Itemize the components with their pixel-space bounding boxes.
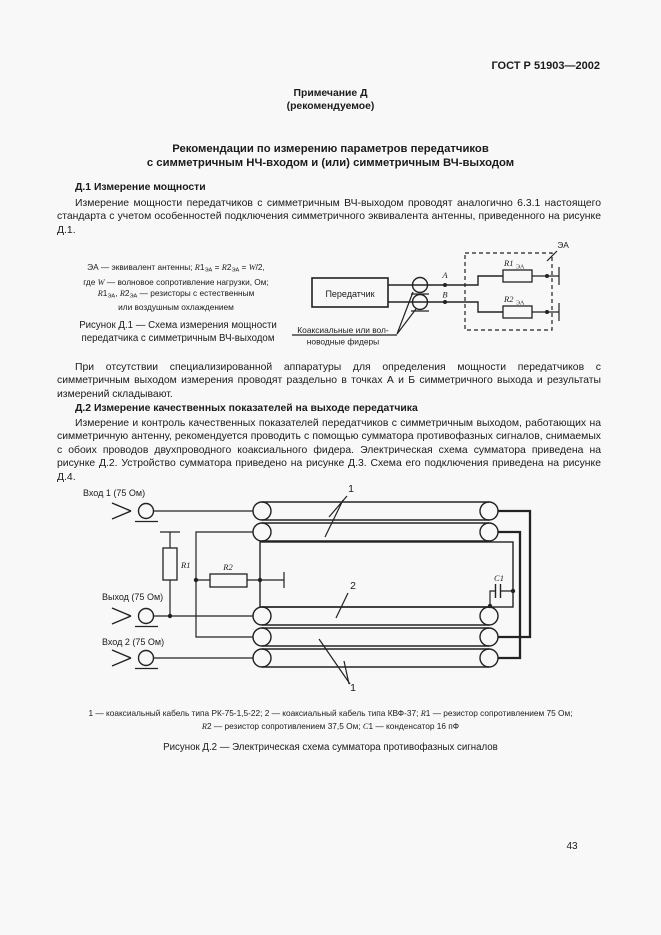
input2-connector: Вход 2 (75 Ом) [102, 637, 253, 670]
resistor-r1ea [502, 269, 533, 283]
ea-label: ЭА [557, 240, 569, 250]
coax-connector-icon [137, 649, 155, 667]
section-d2-heading: Д.2 Измерение качественных показателей н… [75, 403, 418, 414]
coax-cable-loop-2 [259, 541, 514, 608]
feeder-connector-icon [411, 276, 429, 294]
antenna-equivalent-block: ЭА R1 ЭА R2 ЭА [464, 240, 569, 331]
footnote-line: 1 — коаксиальный кабель типа РК-75-1,5-2… [88, 708, 573, 718]
r1ea-subscript: ЭА [516, 265, 525, 271]
callout-number: 1 [350, 682, 356, 694]
figure-d1-caption: Рисунок Д.1 — Схема измерения мощности п… [57, 319, 299, 345]
resistor-r2 [209, 573, 248, 588]
legend-line: где W — волновое сопротивление нагрузки,… [83, 276, 269, 287]
section-d2-paragraph-1: Измерение и контроль качественных показа… [57, 418, 601, 483]
section-d1-heading: Д.1 Измерение мощности [75, 182, 206, 193]
standard-number: ГОСТ Р 51903—2002 [491, 60, 600, 72]
figure-d2-footnote: 1 — коаксиальный кабель типа РК-75-1,5-2… [50, 707, 611, 733]
footnote-line: R2 — резистор сопротивлением 37,5 Ом; С1… [201, 721, 460, 731]
figure-d1-legend: ЭА — эквивалент антенны; R1ЭА = R2ЭА = W… [60, 262, 292, 314]
figure-d1-caption-line2: передатчика с симметричным ВЧ-выходом [81, 333, 275, 344]
coax-cable-row-1 [252, 501, 499, 521]
input1-connector: Вход 1 (75 Ом) [83, 488, 253, 523]
input2-label: Вход 2 (75 Ом) [102, 637, 164, 647]
figure-d1-caption-line1: Рисунок Д.1 — Схема измерения мощности [79, 320, 277, 331]
legend-line: ЭА — эквивалент антенны; R1ЭА = R2ЭА = W… [87, 262, 265, 274]
coax-cable-row-5 [252, 648, 499, 668]
wires-group [388, 267, 560, 321]
appendix-title-line1: Рекомендации по измерению параметров пер… [172, 143, 489, 155]
output-connector: Выход (75 Ом) [102, 592, 253, 628]
callout-number: 2 [350, 580, 356, 592]
resistor-r2ea [502, 305, 533, 319]
measure-points: А В [441, 270, 448, 304]
transmitter-block: Передатчик [311, 277, 389, 308]
resistor-r1-branch: R1 [160, 531, 190, 619]
capacitor-c1-branch: С1 [487, 573, 516, 609]
feeder-callout-line2: новодные фидеры [307, 337, 379, 347]
coax-connector-icon [137, 502, 155, 520]
point-a-label: А [441, 270, 448, 280]
r1-label: R1 [180, 560, 190, 570]
appendix-title: Рекомендации по измерению параметров пер… [0, 143, 661, 170]
input1-label: Вход 1 (75 Ом) [83, 488, 145, 498]
feeder-connectors [411, 276, 429, 312]
figure-d2-circuit: Вход 1 (75 Ом) Выход (75 Ом) Вход 2 (75 … [83, 483, 532, 694]
output-label: Выход (75 Ом) [102, 592, 163, 602]
section-d1-paragraph-2: При отсутствии специализированной аппара… [57, 362, 601, 400]
right-bus-wiring [498, 509, 532, 660]
feeder-callout-line1: Коаксиальные или вол- [297, 325, 389, 335]
feeder-connector-icon [411, 293, 429, 311]
figure-d1-circuit: Передатчик А В ЭА R1 ЭА R2 [292, 240, 569, 347]
callout-2-mid: 2 [335, 580, 356, 619]
resistor-r2-branch: R2 [193, 531, 285, 638]
page-number: 43 [566, 841, 578, 852]
section-d1-paragraph-1: Измерение мощности передатчиков с симмет… [57, 198, 601, 236]
coax-cable-row-3 [252, 606, 499, 626]
appendix-title-line2: с симметричным НЧ-входом и (или) симметр… [146, 156, 515, 169]
coax-cable-row-4 [252, 627, 499, 647]
r1ea-label: R1 [503, 258, 513, 268]
transmitter-box [311, 277, 389, 308]
callout-number: 1 [348, 483, 354, 495]
point-b-label: В [442, 290, 447, 300]
r2-label: R2 [222, 562, 233, 572]
figure-d2-caption: Рисунок Д.2 — Электрическая схема суммат… [163, 742, 498, 753]
appendix-sublabel: (рекомендуемое) [286, 101, 375, 112]
r2ea-subscript: ЭА [516, 301, 525, 307]
r2ea-label: R2 [503, 294, 514, 304]
appendix-label: Примечание Д [293, 88, 368, 99]
transmitter-label: Передатчик [325, 289, 374, 299]
c1-label: С1 [494, 573, 504, 583]
antenna-equivalent-dashed-box [464, 252, 553, 331]
resistor-r1 [162, 547, 178, 581]
coax-connector-icon [137, 607, 155, 625]
callout-1-top: 1 [324, 483, 354, 538]
coax-cable-row-2 [252, 522, 499, 542]
callout-1-bottom: 1 [318, 638, 356, 694]
legend-line: R1ЭА, R2ЭА — резисторы с естественным [97, 287, 255, 300]
legend-line: или воздушным охлаждением [118, 302, 234, 313]
feeder-callout: Коаксиальные или вол- новодные фидеры [292, 291, 417, 347]
